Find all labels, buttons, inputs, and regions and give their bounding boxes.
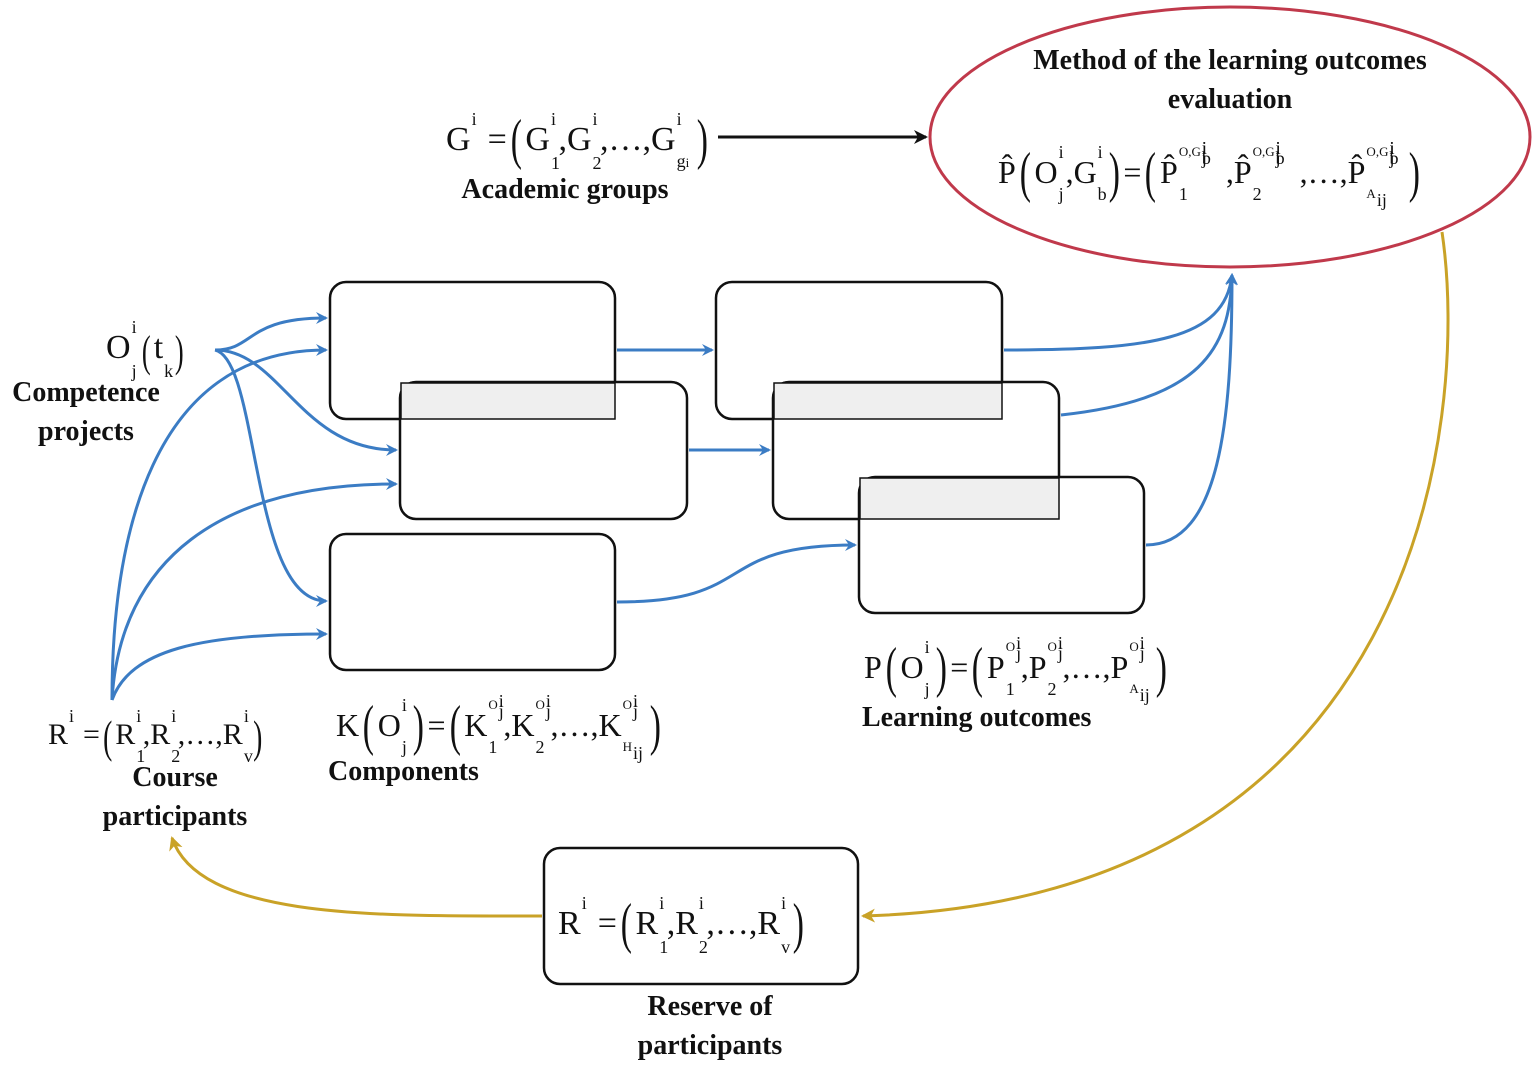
arrow-participants-to-component-3 [110,628,328,701]
method-title-line2: evaluation [1167,84,1293,115]
arrow-outcome-3-to-method [1145,273,1238,547]
arrow-participants-to-component-1 [110,344,328,701]
evaluation-ellipse [928,5,1532,269]
arrow-project-to-component-3 [214,348,328,607]
competence-projects-line1: Competence [12,377,160,408]
arrow-participants-to-component-2 [110,478,398,701]
components-label: Components [328,756,479,787]
reserve-line1: Reserve of [647,991,773,1022]
reserve-box [542,846,860,986]
method-title-line1: Method of the learning outcomes [1033,45,1427,76]
competence-projects-label: Competence projects [0,373,172,451]
arrow-project-to-component-2 [214,348,398,456]
reserve-label: Reserve of participants [600,987,820,1065]
course-participants-line2: participants [102,801,248,832]
arrow-project-to-component-1 [214,312,328,352]
component-overlap-1 [400,382,616,420]
arrow-outcome-1-to-method [1003,273,1237,352]
reserve-line2: participants [637,1030,783,1061]
competence-projects-line2: projects [38,416,134,447]
arrow-component-3-to-outcome-3 [616,539,857,604]
component-box-3 [328,532,617,672]
outcome-overlap-1 [773,382,1003,420]
arrow-outcome-2-to-method [1060,273,1238,417]
arrow-method-to-reserve [861,231,1450,923]
method-title: Method of the learning outcomes evaluati… [980,41,1480,119]
course-participants-line1: Course [132,762,218,793]
course-participants-label: Course participants [70,758,280,836]
learning-outcomes-label: Learning outcomes [862,702,1092,733]
outcome-overlap-2 [859,477,1060,520]
arrow-reserve-to-participants [169,836,543,918]
academic-groups-label: Academic groups [461,174,669,205]
